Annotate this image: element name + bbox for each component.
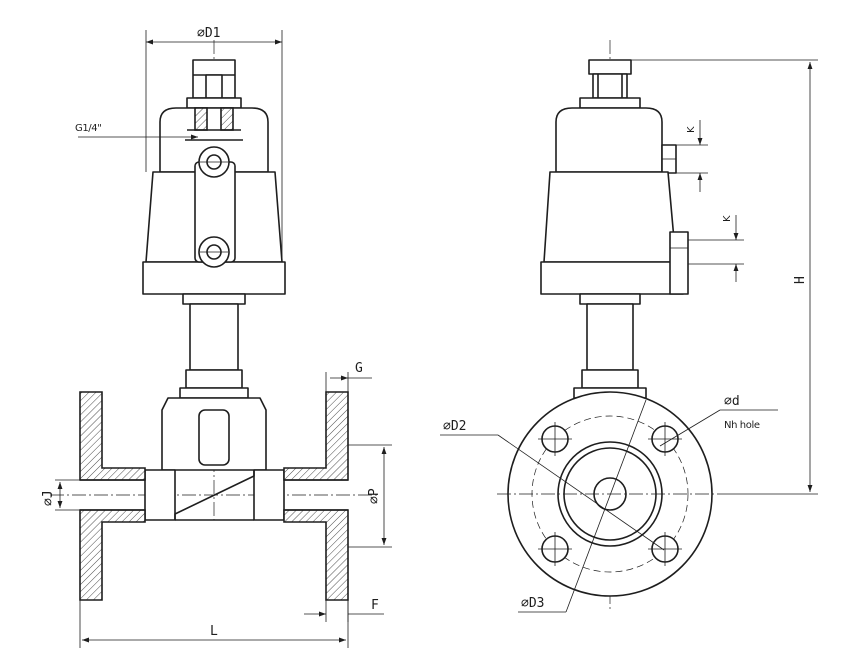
label-d2: D2: [451, 419, 467, 434]
valve-body: [144, 397, 285, 521]
actuator-top-fitting: [186, 59, 242, 109]
label-g-thread: G1/4": [75, 123, 101, 134]
dim-k-bottom: K: [688, 215, 744, 282]
diameter-symbol: ∅: [724, 394, 732, 409]
label-p: P: [367, 488, 382, 496]
svg-text:∅D2: ∅D2: [443, 419, 466, 434]
label-g: G: [355, 361, 363, 376]
label-d: d: [732, 394, 740, 409]
svg-text:∅D3: ∅D3: [521, 596, 544, 611]
svg-text:∅d: ∅d: [724, 394, 740, 409]
dim-g: G: [325, 361, 372, 392]
label-d3: D3: [529, 596, 545, 611]
svg-text:∅J: ∅J: [41, 490, 56, 506]
dim-l: L: [79, 600, 349, 648]
diameter-symbol: ∅: [521, 596, 529, 611]
dim-p: ∅P: [348, 444, 392, 548]
side-top-fitting: [579, 59, 641, 109]
label-k-top: K: [686, 126, 697, 133]
label-j: J: [41, 490, 56, 498]
diameter-symbol: ∅: [197, 26, 205, 41]
dim-g-thread: G1/4": [75, 123, 198, 140]
bolt-holes: [538, 422, 682, 566]
side-actuator-cap: [555, 107, 677, 174]
svg-text:∅P: ∅P: [367, 488, 382, 504]
label-h: H: [793, 276, 808, 284]
svg-text:∅D1: ∅D1: [197, 26, 220, 41]
valve-stem: [179, 303, 249, 399]
side-actuator-body: [540, 171, 689, 305]
dim-d-holes: ∅d Nh hole: [659, 394, 778, 447]
dim-h: H: [631, 59, 818, 495]
diameter-symbol: ∅: [41, 498, 56, 506]
dim-d2: ∅D2: [440, 419, 665, 551]
dim-k-top: K: [676, 120, 708, 192]
side-view: K K H ∅D2 ∅D3: [440, 40, 818, 613]
diameter-symbol: ∅: [443, 419, 451, 434]
left-flange: [79, 391, 146, 601]
right-flange: [283, 391, 349, 601]
dim-f: F: [304, 598, 384, 622]
label-d1: D1: [205, 26, 221, 41]
label-f: F: [371, 598, 379, 613]
actuator-cap: [159, 107, 269, 173]
side-flange: [497, 391, 723, 597]
front-view: ∅D1 G1/4" G ∅P ∅J: [41, 26, 392, 648]
diameter-symbol: ∅: [367, 496, 382, 504]
dim-d3: ∅D3: [518, 399, 647, 613]
label-k-bottom: K: [722, 215, 733, 222]
label-l: L: [210, 624, 218, 639]
side-stem: [573, 303, 647, 399]
dim-j: ∅J: [41, 479, 80, 511]
indicator-link: [194, 146, 236, 268]
label-n-hole: Nh hole: [724, 420, 760, 431]
dim-d1: ∅D1: [145, 26, 283, 262]
